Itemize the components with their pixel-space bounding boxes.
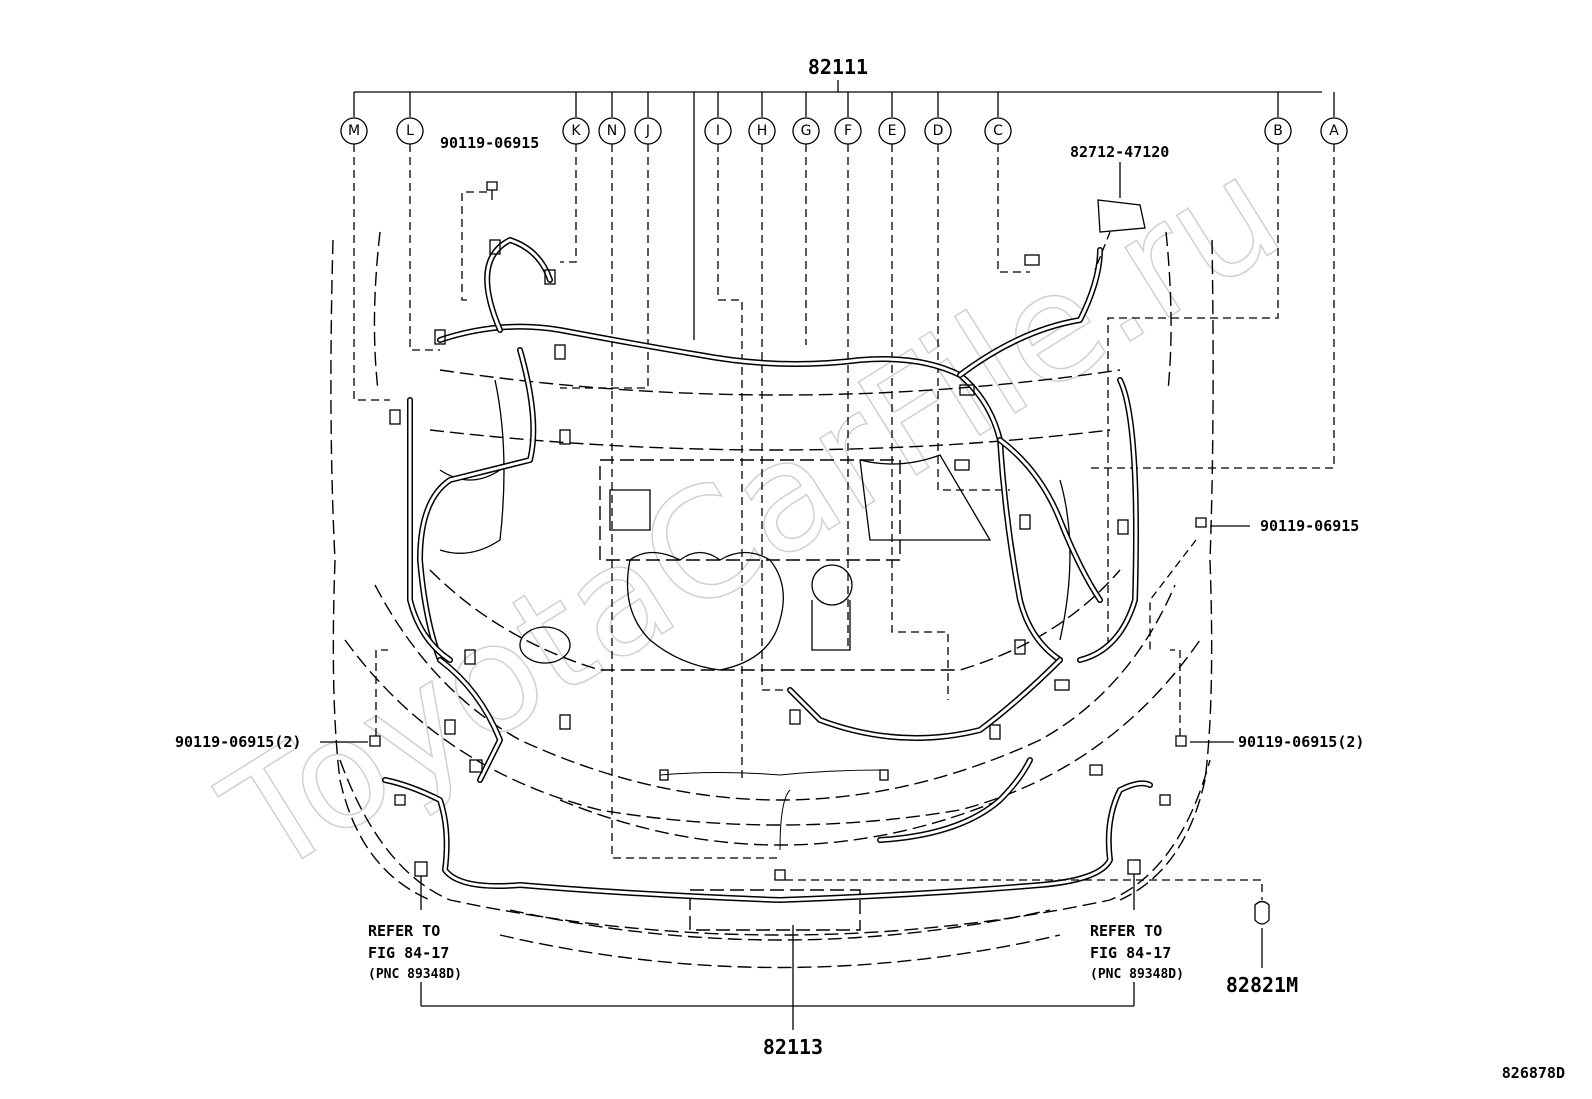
bolt-top-left-label: 90119-06915 bbox=[440, 134, 539, 152]
callout-leaders bbox=[353, 144, 1335, 859]
callout-letter: K bbox=[571, 123, 581, 139]
watermark: ToyotaCarFile.ru bbox=[195, 123, 1310, 910]
callout-I: I bbox=[704, 117, 732, 145]
clip-right bbox=[1127, 859, 1141, 910]
callout-letter: N bbox=[607, 123, 617, 139]
callout-B: B bbox=[1264, 117, 1292, 145]
bolt-top-left: 90119-06915 bbox=[440, 134, 539, 301]
refer-note-right: REFER TO FIG 84-17 (PNC 89348D) bbox=[1090, 922, 1184, 982]
callout-letter: F bbox=[844, 123, 852, 139]
refer-left-line3: (PNC 89348D) bbox=[368, 967, 462, 982]
callout-H: H bbox=[748, 117, 776, 145]
refer-right-line3: (PNC 89348D) bbox=[1090, 967, 1184, 982]
bolt-right-label: 90119-06915 bbox=[1260, 517, 1359, 535]
callout-letter: A bbox=[1329, 123, 1339, 139]
part-82113-label: 82113 bbox=[763, 1035, 823, 1059]
bracket-label: 82712-47120 bbox=[1070, 143, 1169, 161]
part-82111-leader: 82111 bbox=[353, 55, 1335, 340]
callout-D: D bbox=[924, 117, 952, 145]
callout-G: G bbox=[792, 117, 820, 145]
callout-K: K bbox=[562, 117, 590, 145]
vehicle-outline bbox=[330, 231, 1214, 969]
sensor-82821M: 82821M bbox=[785, 879, 1298, 997]
clip-left bbox=[414, 861, 428, 910]
callout-letter: G bbox=[801, 123, 812, 139]
callout-F: F bbox=[834, 117, 862, 145]
callout-letter: M bbox=[348, 123, 360, 139]
bolt-left-pair: 90119-06915(2) bbox=[175, 649, 388, 751]
callout-J: J bbox=[634, 117, 662, 145]
watermark-text: ToyotaCarFile.ru bbox=[196, 124, 1309, 910]
drawing-code: 826878D bbox=[1502, 1064, 1565, 1082]
bumper-harness bbox=[382, 757, 1153, 903]
bracket-82712: 82712-47120 bbox=[1070, 143, 1169, 271]
bolt-right-pair-label: 90119-06915(2) bbox=[1238, 733, 1364, 751]
callout-letter: E bbox=[888, 123, 897, 139]
callout-letter: C bbox=[993, 123, 1003, 139]
sensor-label: 82821M bbox=[1226, 973, 1298, 997]
callout-letter: H bbox=[757, 123, 768, 139]
connectors bbox=[389, 239, 1171, 881]
refer-left-line1: REFER TO bbox=[368, 922, 440, 940]
callout-C: C bbox=[984, 117, 1012, 145]
engine-outline bbox=[439, 379, 1071, 671]
callout-E: E bbox=[878, 117, 906, 145]
callout-L: L bbox=[396, 117, 424, 145]
callout-letter: L bbox=[406, 123, 414, 139]
callout-letter: D bbox=[933, 123, 944, 139]
refer-left-line2: FIG 84-17 bbox=[368, 944, 449, 962]
callout-N: N bbox=[598, 117, 626, 145]
part-82111-label: 82111 bbox=[808, 55, 868, 79]
callout-A: A bbox=[1320, 117, 1348, 145]
part-82113-leader: 82113 bbox=[420, 925, 1135, 1059]
bolt-left-pair-label: 90119-06915(2) bbox=[175, 733, 301, 751]
refer-right-line2: FIG 84-17 bbox=[1090, 944, 1171, 962]
bolt-right-pair: 90119-06915(2) bbox=[1170, 649, 1364, 751]
callout-letter: B bbox=[1273, 123, 1283, 139]
callout-M: M bbox=[340, 117, 368, 145]
refer-right-line1: REFER TO bbox=[1090, 922, 1162, 940]
callout-letter: J bbox=[645, 123, 650, 139]
engine-room-harness bbox=[407, 237, 1139, 783]
callout-letter: I bbox=[716, 123, 720, 139]
refer-note-left: REFER TO FIG 84-17 (PNC 89348D) bbox=[368, 922, 462, 982]
bolt-right: 90119-06915 bbox=[1149, 517, 1359, 650]
